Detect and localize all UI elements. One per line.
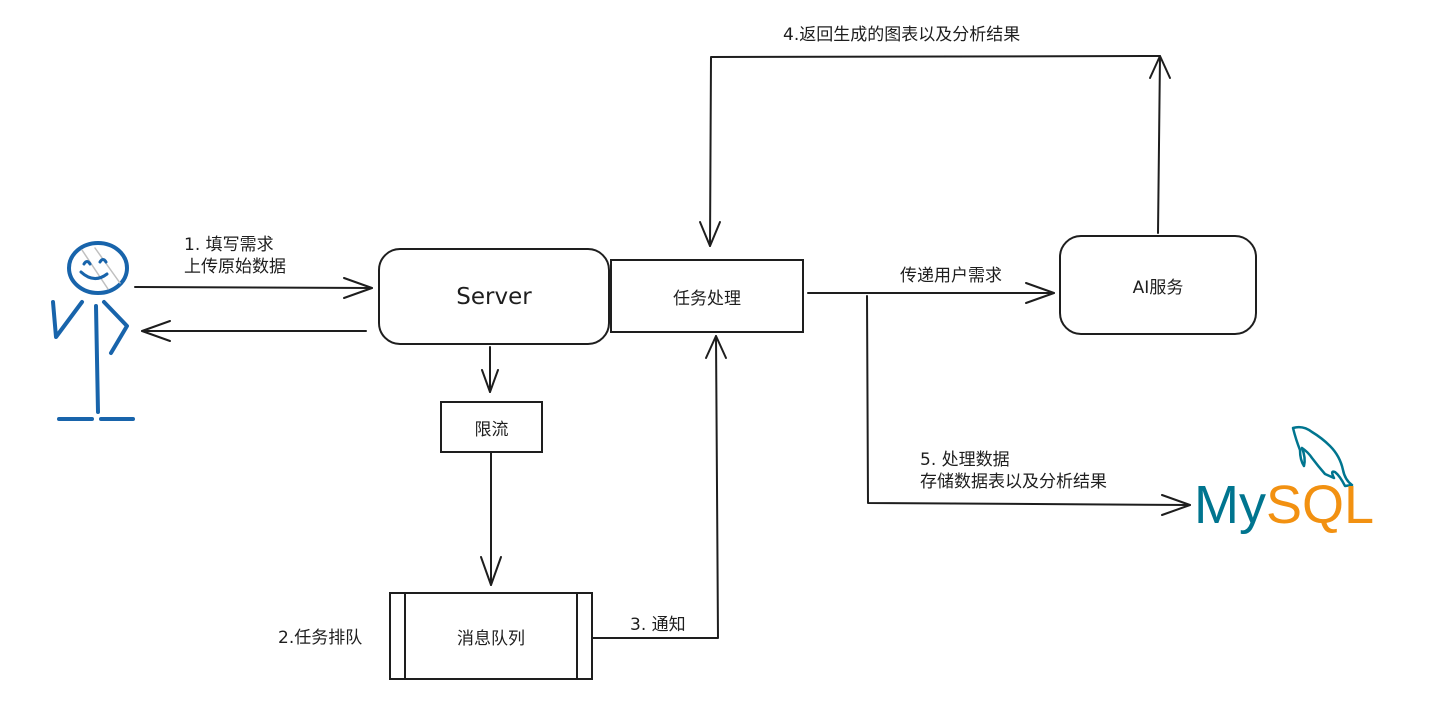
arrow-server-to-rate-limit xyxy=(481,346,499,393)
mysql-logo-my: My xyxy=(1194,475,1266,535)
step1-line2: 上传原始数据 xyxy=(184,257,286,277)
pass-request-label: 传递用户需求 xyxy=(900,266,1002,286)
step1-label: 1. 填写需求 上传原始数据 xyxy=(184,234,286,278)
queue-left-bar xyxy=(404,594,406,678)
message-queue-node: 消息队列 xyxy=(389,592,593,680)
ai-service-node: AI服务 xyxy=(1059,235,1257,335)
step2-label: 2.任务排队 xyxy=(278,628,363,648)
arrow-task-to-ai xyxy=(807,282,1055,304)
arrow-rate-limit-to-queue xyxy=(480,452,502,586)
arrow-user-to-server xyxy=(134,277,373,299)
server-label: Server xyxy=(456,283,532,310)
rate-limit-label: 限流 xyxy=(474,419,509,440)
step3-label: 3. 通知 xyxy=(630,615,686,635)
step5-line2: 存储数据表以及分析结果 xyxy=(920,472,1107,492)
server-node: Server xyxy=(378,248,610,345)
mysql-logo-sql: SQL xyxy=(1265,475,1375,535)
mysql-logo: MySQL xyxy=(1194,478,1374,532)
mysql-dolphin-icon xyxy=(1291,425,1354,488)
queue-right-bar xyxy=(576,594,578,678)
step5-label: 5. 处理数据 存储数据表以及分析结果 xyxy=(920,449,1107,493)
task-processing-label: 任务处理 xyxy=(673,288,741,309)
arrow-task-to-mysql xyxy=(866,295,1191,516)
user-stick-figure-icon xyxy=(51,241,135,421)
message-queue-label: 消息队列 xyxy=(457,628,525,649)
step1-line1: 1. 填写需求 xyxy=(184,235,274,255)
arrow-server-to-user xyxy=(141,320,367,342)
step5-line1: 5. 处理数据 xyxy=(920,450,1010,470)
rate-limit-node: 限流 xyxy=(440,401,543,453)
arrow-ai-to-task-processing xyxy=(699,55,1171,247)
arrow-queue-to-task-processing xyxy=(592,335,727,639)
step4-label: 4.返回生成的图表以及分析结果 xyxy=(783,25,1021,45)
task-processing-node: 任务处理 xyxy=(610,259,804,333)
ai-service-label: AI服务 xyxy=(1132,277,1184,298)
